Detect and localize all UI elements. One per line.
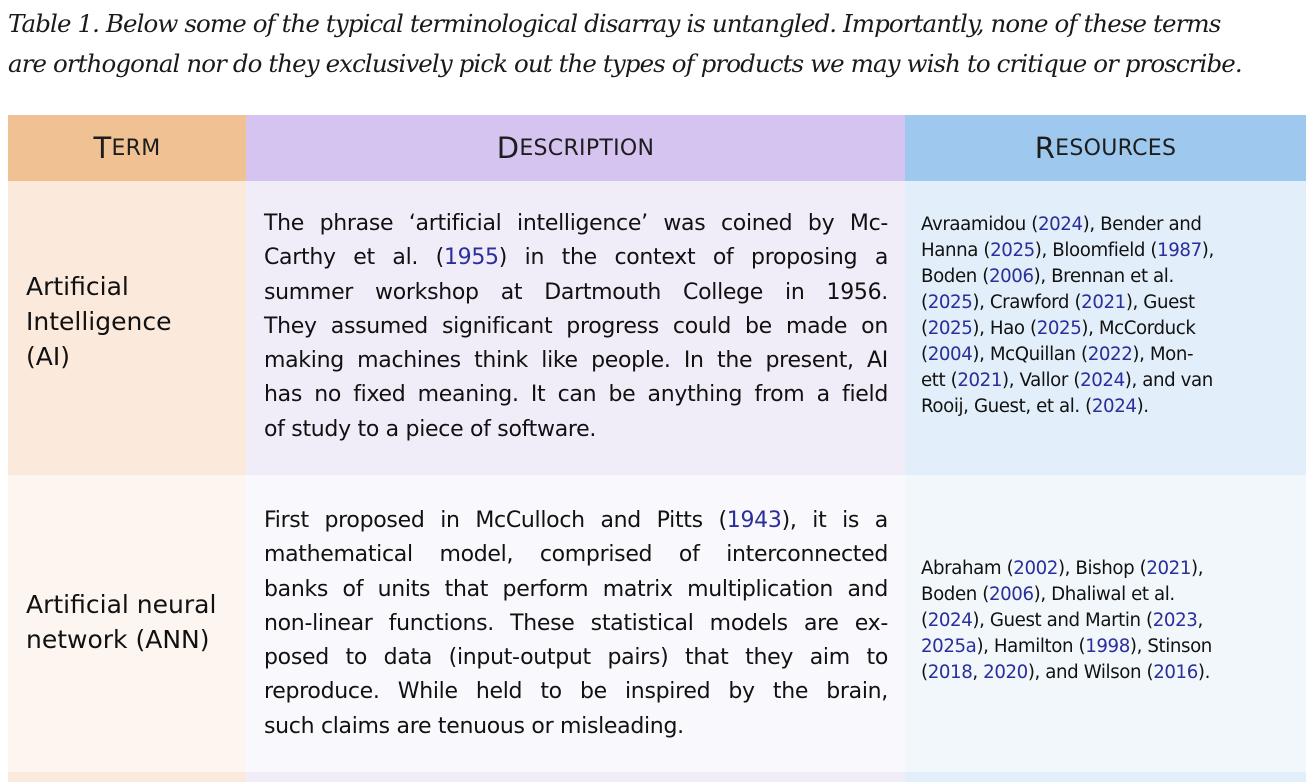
description-text: First proposed in McCulloch and Pitts (1… (264, 508, 888, 739)
resources-text: Avraamidou (2024), Bender and Hanna (202… (921, 214, 1214, 417)
table-row-next-term (8, 772, 246, 782)
citation-link[interactable]: 2020 (983, 662, 1028, 683)
citation-link[interactable]: 2024 (927, 610, 973, 631)
citation-link[interactable]: 2002 (1013, 558, 1058, 579)
table-row-ann-description: First proposed in McCulloch and Pitts (1… (246, 475, 905, 772)
citation-link[interactable]: 2022 (1087, 344, 1133, 365)
resources-text: Abraham (2002), Bishop (2021), Boden (20… (921, 558, 1212, 683)
citation-link[interactable]: 2021 (1081, 292, 1126, 313)
table-row-ai-description: The phrase ‘artificial intelligence’ was… (246, 181, 905, 475)
citation-link[interactable]: 2021 (1146, 558, 1191, 579)
citation-link[interactable]: 2024 (1091, 396, 1137, 417)
table-row-ann-resources: Abraham (2002), Bishop (2021), Boden (20… (905, 475, 1306, 772)
citation-link[interactable]: 2004 (927, 344, 973, 365)
citation-link[interactable]: 1943 (726, 508, 782, 533)
citation-link[interactable]: 2025 (990, 240, 1035, 261)
citation-link[interactable]: 2025a (921, 636, 977, 657)
citation-link[interactable]: 2025 (1036, 318, 1082, 339)
citation-link[interactable]: 2016 (1153, 662, 1198, 683)
table-row-ai-resources: Avraamidou (2024), Bender and Hanna (202… (905, 181, 1306, 475)
citation-link[interactable]: 2006 (988, 584, 1034, 605)
term-label: Artificial Intelligence (AI) (26, 272, 172, 371)
term-label: Artificial neural network (ANN) (26, 590, 217, 654)
citation-link[interactable]: 2006 (988, 266, 1034, 287)
citation-link[interactable]: 1998 (1085, 636, 1130, 657)
citation-link[interactable]: 2025 (927, 292, 973, 313)
citation-link[interactable]: 2018 (927, 662, 973, 683)
citation-link[interactable]: 2021 (957, 370, 1003, 391)
citation-link[interactable]: 2023 (1152, 610, 1198, 631)
table-row-next-description (246, 772, 905, 782)
citation-link[interactable]: 2024 (1037, 214, 1083, 235)
table-row-ann-term: Artificial neural network (ANN) (8, 475, 246, 772)
caption-line-2: are orthogonal nor do they exclusively p… (8, 49, 1243, 78)
table-row-next-resources (905, 772, 1306, 782)
citation-link[interactable]: 2024 (1080, 370, 1125, 391)
table-row-ai-term: Artificial Intelligence (AI) (8, 181, 246, 475)
caption-line-1: Table 1. Below some of the typical termi… (8, 9, 1221, 38)
citation-link[interactable]: 1955 (443, 245, 499, 271)
table-caption: Table 1. Below some of the typical termi… (8, 4, 1308, 84)
citation-link[interactable]: 2025 (927, 318, 973, 339)
citation-link[interactable]: 1987 (1157, 240, 1202, 261)
description-text: The phrase ‘artificial intelligence’ was… (264, 211, 889, 442)
